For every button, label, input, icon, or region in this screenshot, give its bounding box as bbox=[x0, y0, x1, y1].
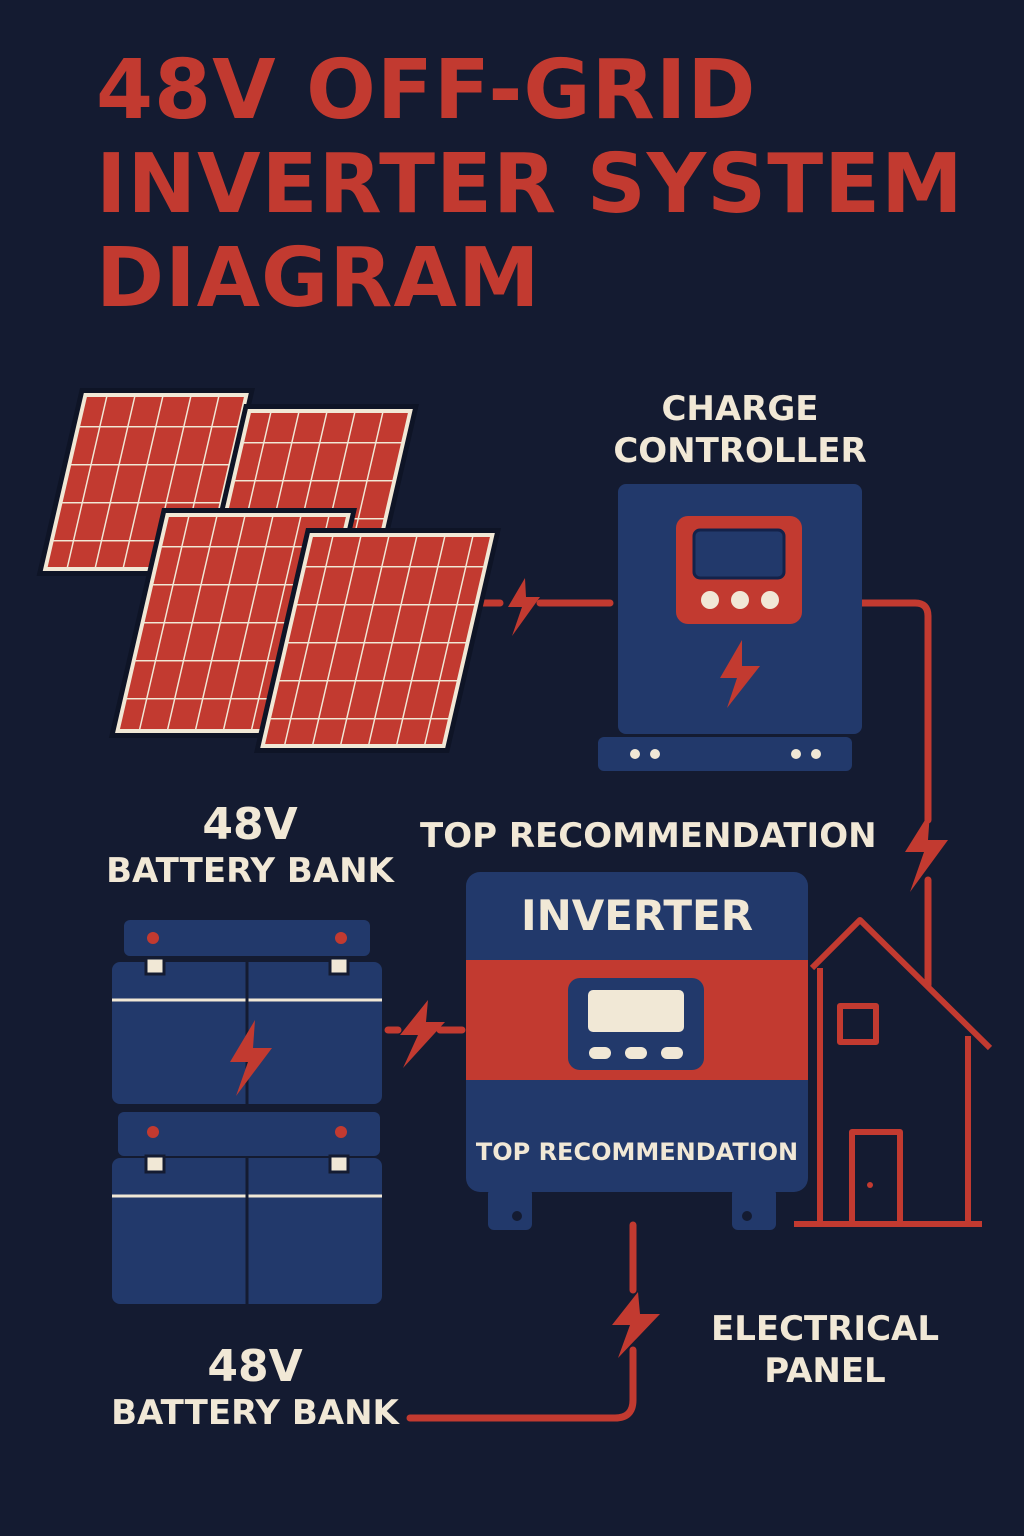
inverter-button-icon bbox=[589, 1047, 611, 1059]
controller-button-icon bbox=[701, 591, 719, 609]
mount-hole-icon bbox=[791, 749, 801, 759]
bolt-icon bbox=[508, 578, 540, 636]
controller-button-icon bbox=[761, 591, 779, 609]
bolts bbox=[400, 578, 948, 1358]
page-title: 48V OFF-GRID INVERTER SYSTEM DIAGRAM bbox=[96, 44, 964, 326]
charge-controller-label: CHARGE CONTROLLER bbox=[613, 389, 867, 471]
battery-bank-label-lower: 48V BATTERY BANK bbox=[111, 1341, 399, 1434]
wires bbox=[384, 599, 932, 1422]
battery-bank-lower bbox=[112, 1112, 382, 1304]
inverter-button-icon bbox=[625, 1047, 647, 1059]
battery-terminal-icon bbox=[335, 1126, 347, 1138]
title-line-3: DIAGRAM bbox=[96, 231, 541, 326]
inverter-button-icon bbox=[661, 1047, 683, 1059]
inverter bbox=[466, 872, 808, 1230]
house-icon bbox=[794, 917, 993, 1227]
bolt-icon bbox=[400, 1000, 445, 1068]
electrical-panel-label: ELECTRICAL PANEL bbox=[710, 1309, 940, 1391]
bolt-icon bbox=[905, 812, 948, 892]
title-line-1: 48V OFF-GRID bbox=[96, 43, 757, 138]
mount-hole-icon bbox=[811, 749, 821, 759]
controller-button-icon bbox=[731, 591, 749, 609]
wire-inverter-to-panel bbox=[406, 1221, 637, 1422]
mount-hole-icon bbox=[742, 1211, 752, 1221]
battery-terminal-icon bbox=[335, 932, 347, 944]
title-line-2: INVERTER SYSTEM bbox=[96, 137, 964, 232]
battery-bank-label-upper: 48V BATTERY BANK bbox=[106, 799, 394, 892]
wire-controller-to-inverter bbox=[858, 599, 932, 989]
charge-controller bbox=[598, 484, 862, 771]
bolt-icon bbox=[230, 1020, 272, 1096]
bolt-icon bbox=[612, 1292, 660, 1358]
mount-hole-icon bbox=[650, 749, 660, 759]
battery-terminal-icon bbox=[147, 1126, 159, 1138]
mount-hole-icon bbox=[512, 1211, 522, 1221]
battery-bank-upper bbox=[112, 920, 382, 1104]
solar-panel bbox=[254, 528, 501, 753]
solar-panels bbox=[36, 388, 501, 753]
mount-hole-icon bbox=[630, 749, 640, 759]
battery-terminal-icon bbox=[147, 932, 159, 944]
inverter-sub-label: TOP RECOMMENDATION bbox=[475, 1138, 799, 1166]
inverter-title: INVERTER bbox=[520, 891, 754, 940]
bolt-icon bbox=[720, 640, 760, 708]
top-recommendation-label: TOP RECOMMENDATION bbox=[420, 816, 877, 856]
